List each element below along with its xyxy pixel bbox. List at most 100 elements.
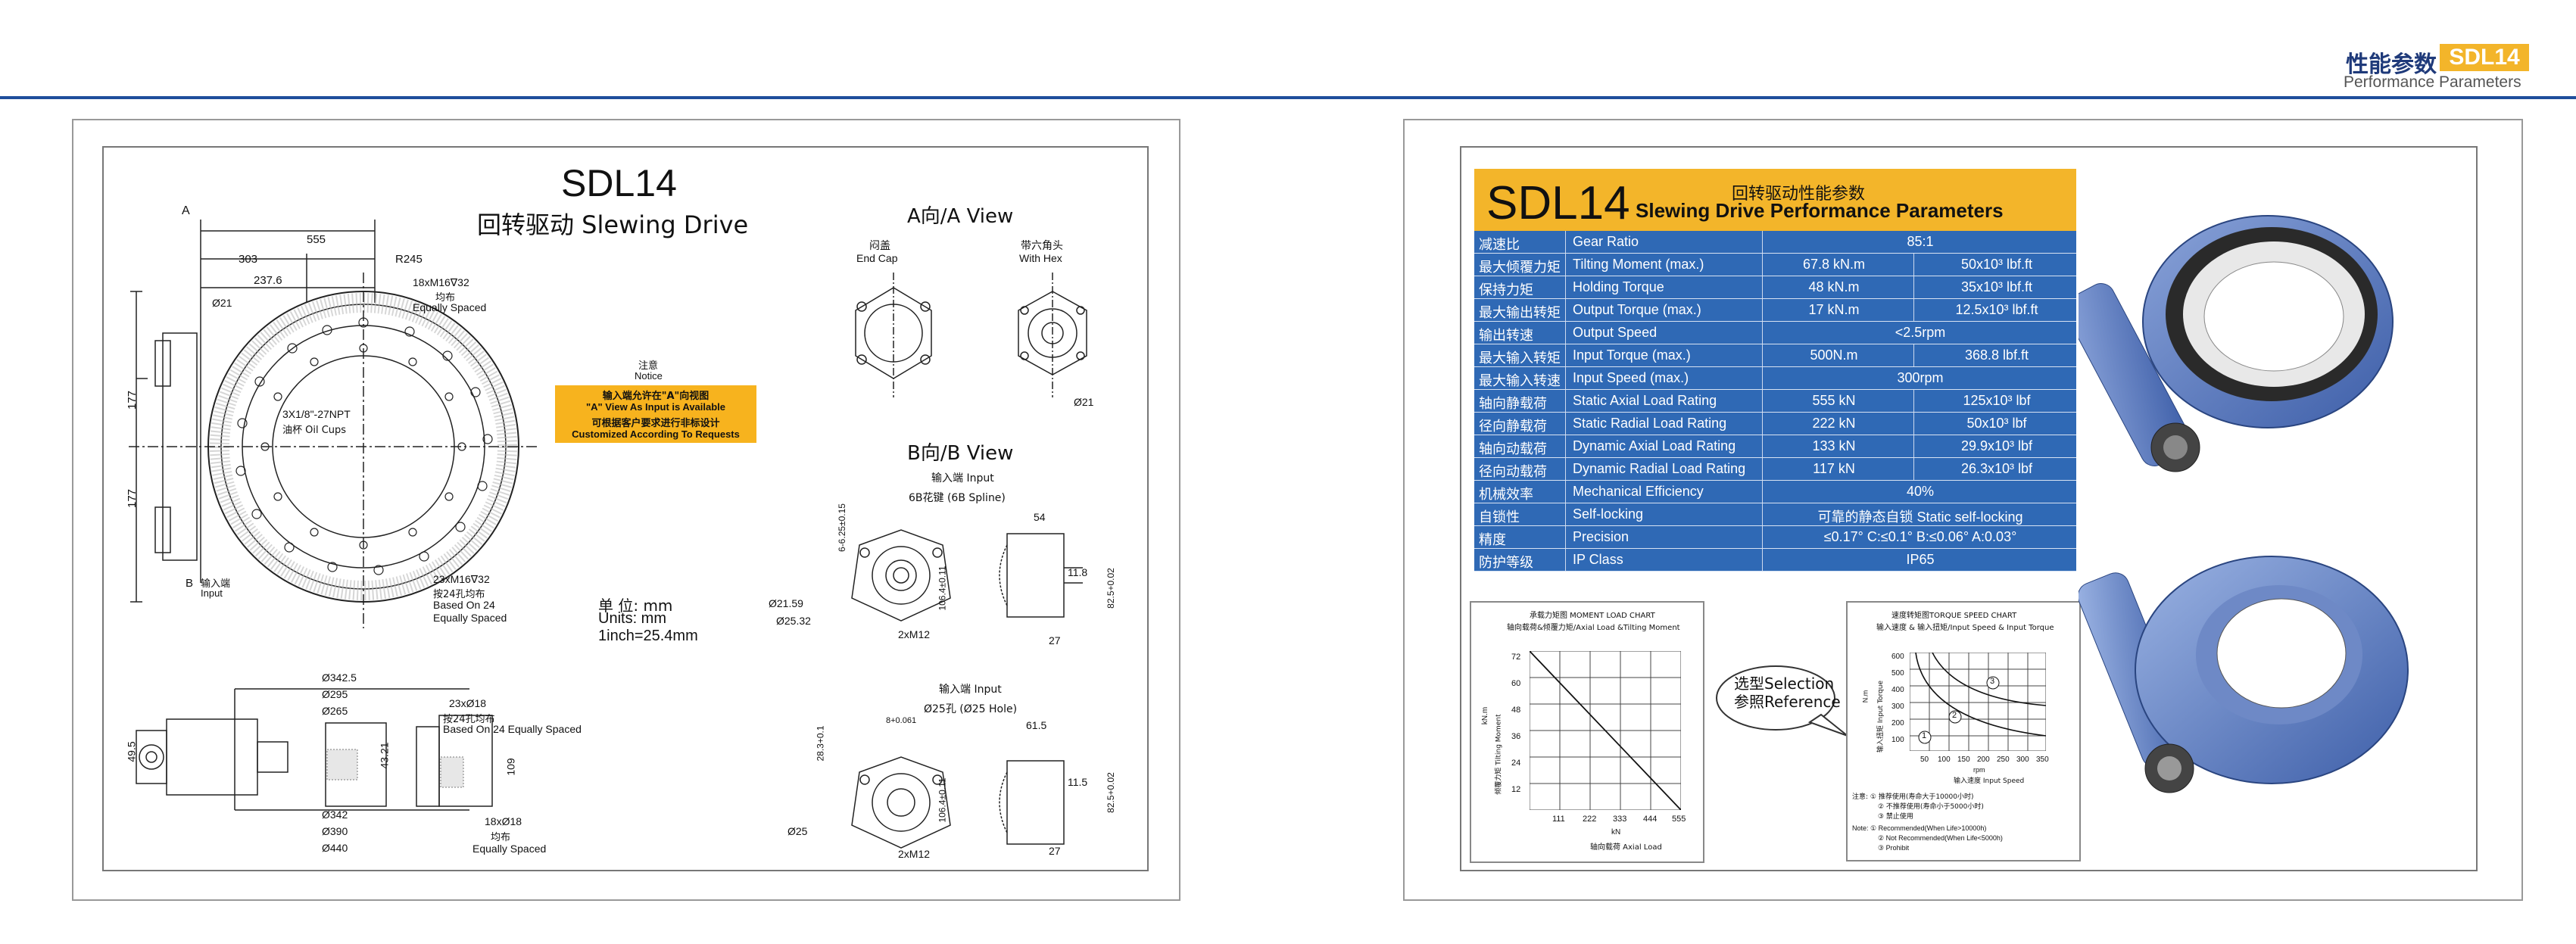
performance-label-cn: 轴向静载荷 [1479, 396, 1547, 412]
moment-ytick-60: 60 [1511, 679, 1521, 688]
label-a: A [182, 204, 190, 217]
torque-xtick-50: 50 [1920, 756, 1929, 764]
left-subtitle: 回转驱动 Slewing Drive [477, 210, 749, 239]
oil-cups-note-1: 3X1/8"-27NPT [282, 408, 351, 420]
input-label-cn: 输入端 [201, 578, 231, 590]
header-model-badge: SDL14 [2440, 44, 2529, 71]
c-dim-28-3: 28.3+0.1 [815, 725, 826, 762]
torque-xtick-300: 300 [2016, 756, 2029, 764]
performance-value-imperial: 35x10³ lbf.ft [1960, 279, 2033, 294]
selection-callout-bubble [1716, 665, 1848, 737]
performance-label-en: Static Axial Load Rating [1573, 393, 1717, 408]
notice-line-4: Customized According To Requests [572, 428, 740, 440]
sec-d265: Ø265 [322, 705, 348, 717]
performance-table-header: SDL14 回转驱动性能参数 Slewing Drive Performance… [1474, 169, 2076, 231]
performance-label-en: Dynamic Radial Load Rating [1573, 461, 1746, 476]
torque-xtick-250: 250 [1997, 756, 2010, 764]
bolt-note-2a: 23xM16∇32 [433, 573, 490, 585]
performance-label-en: Precision [1573, 529, 1629, 544]
b-dim-27: 27 [1049, 634, 1061, 646]
table-divider [1565, 503, 1566, 525]
notice-line-2: "A" View As Input is Available [585, 401, 726, 413]
table-divider [1565, 367, 1566, 389]
moment-xlabel: 轴向载荷 Axial Load [1590, 843, 1662, 852]
table-divider [1762, 526, 1763, 548]
sec-bolt-a: 23xØ18 [449, 697, 487, 709]
b-dim-2xm12: 2xM12 [898, 628, 931, 640]
performance-value: 40% [1906, 484, 1935, 499]
performance-label-cn: 径向动载荷 [1479, 464, 1547, 480]
performance-value-imperial: 50x10³ lbf [1966, 416, 2027, 431]
header-title-en: Performance Parameters [2344, 73, 2521, 91]
b-dim-54: 54 [1034, 511, 1046, 523]
view-a-title: A向/A View [907, 205, 1014, 228]
torque-ytick-100: 100 [1891, 736, 1904, 744]
table-divider [1762, 481, 1763, 503]
table-divider [1762, 231, 1763, 253]
moment-xtick-333: 333 [1613, 815, 1627, 824]
table-divider [1762, 276, 1763, 298]
input-label-en: Input [201, 587, 223, 599]
table-divider [1913, 413, 1914, 435]
torque-marker-1: 1 [1922, 731, 1927, 740]
left-drawing-frame [102, 146, 1149, 871]
sec-d342: Ø342 [322, 808, 348, 821]
performance-value-metric: 17 kN.m [1808, 302, 1860, 317]
bolt-note-1c: Equally Spaced [413, 301, 487, 313]
bolt-note-2c: Based On 24 [433, 599, 495, 611]
oil-cups-note-2: 油杯 Oil Cups [282, 425, 347, 436]
table-divider [1913, 344, 1914, 366]
torque-note-1: 注意: ① 推荐使用(寿命大于10000小时) [1852, 793, 1974, 801]
sec-bolt-b: 按24孔均布 [443, 714, 495, 725]
performance-label-cn: 最大输入转矩 [1479, 350, 1561, 366]
moment-chart-title: 承载力矩图 MOMENT LOAD CHART [1530, 612, 1655, 620]
dim-303: 303 [239, 253, 258, 266]
b-dim-21-59: Ø21.59 [769, 597, 803, 609]
moment-chart-subtitle: 轴向载荷&倾覆力矩/Axial Load &Tilting Moment [1507, 624, 1680, 632]
table-divider [1762, 254, 1763, 276]
sec-d440: Ø440 [322, 842, 348, 854]
moment-xtick-555: 555 [1672, 815, 1686, 824]
torque-note-5: ② Not Recommended(When Life<5000h) [1878, 834, 2003, 842]
input-c-label: 输入端 Input [939, 684, 1002, 696]
performance-value-metric: 500N.m [1810, 347, 1858, 363]
torque-speed-chart-box [1846, 601, 2081, 861]
view-a-d21: Ø21 [1074, 396, 1094, 408]
moment-ylabel: 倾覆力矩 Tilting Moment [1495, 714, 1503, 795]
product-image-top [2079, 215, 2394, 472]
performance-label-cn: 自锁性 [1479, 509, 1520, 525]
selection-callout-line2: 参照Reference [1734, 693, 1841, 711]
performance-label-en: Dynamic Axial Load Rating [1573, 438, 1736, 453]
table-divider [1762, 367, 1763, 389]
sec-dim-49-5: 49.5 [125, 741, 138, 762]
performance-value-imperial: 12.5x10³ lbf.ft [1955, 302, 2038, 317]
table-divider [1565, 458, 1566, 480]
performance-label-en: Input Torque (max.) [1573, 347, 1691, 363]
performance-label-cn: 最大输入转速 [1479, 373, 1561, 389]
performance-label-en: Static Radial Load Rating [1573, 416, 1727, 431]
moment-xtick-444: 444 [1643, 815, 1658, 824]
input-b-label: 输入端 Input [931, 472, 994, 484]
torque-marker-2: 2 [1952, 711, 1957, 720]
torque-ytick-400: 400 [1891, 686, 1904, 694]
performance-label-cn: 径向静载荷 [1479, 419, 1547, 435]
sec-dim-43-21: 43.21 [378, 742, 391, 769]
notice-line-1: 输入端允许在"A"向视图 [602, 391, 709, 402]
right-content-frame [1460, 146, 2478, 871]
table-divider [1762, 503, 1763, 525]
table-divider [1565, 413, 1566, 435]
product-image-bottom [2079, 556, 2409, 793]
torque-ytick-600: 600 [1891, 653, 1904, 661]
perf-model: SDL14 [1486, 177, 1630, 229]
sec-bolt2-c: Equally Spaced [472, 843, 547, 855]
sec-bolt-c: Based On 24 Equally Spaced [443, 723, 582, 735]
table-divider [1565, 299, 1566, 321]
moment-ytick-36: 36 [1511, 732, 1521, 741]
